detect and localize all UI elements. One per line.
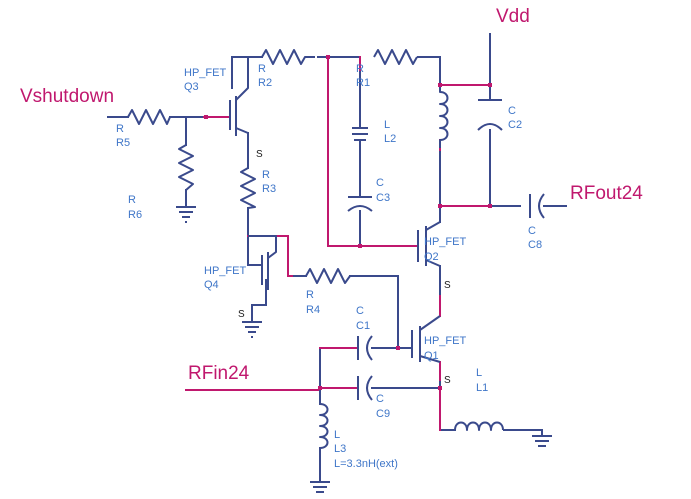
ground-l1 (532, 430, 552, 447)
resistor-r6 (178, 144, 194, 191)
q4-source-pin-label: S (238, 309, 245, 320)
ground-r6 (176, 206, 196, 223)
transistor-q2 (417, 221, 441, 267)
l2-type-label: L (384, 119, 390, 131)
highlighted-nets (185, 56, 491, 431)
resistor-r4 (305, 268, 351, 284)
q1-source-pin-label: S (444, 375, 451, 386)
inductor-l1 (454, 421, 504, 431)
r5-type-label: R (116, 123, 124, 135)
port-rfout-label: RFout24 (570, 183, 643, 204)
c3-name-label: C3 (376, 192, 390, 204)
capacitor-c8 (529, 193, 545, 219)
resistor-r2 (261, 49, 315, 65)
q2-name-label: Q2 (424, 251, 439, 263)
r3-type-label: R (262, 169, 270, 181)
ground-q4 (242, 321, 262, 338)
inductor-l2 (439, 85, 449, 148)
inductor-l3 (319, 403, 329, 449)
port-vshutdown-label: Vshutdown (20, 86, 114, 107)
r6-type-label: R (128, 194, 136, 206)
transistor-q1 (398, 315, 441, 363)
capacitor-c3 (347, 196, 373, 212)
capacitor-c1 (357, 335, 385, 361)
resistor-r1 (373, 49, 418, 65)
q2-source-pin-label: S (444, 280, 451, 291)
port-rfin-label: RFin24 (188, 363, 250, 384)
c3-type-label: C (376, 177, 384, 189)
q4-type-label: HP_FET (204, 265, 246, 277)
transistor-q3 (229, 57, 249, 136)
r3-name-label: R3 (262, 183, 276, 195)
c1-name-label: C1 (356, 320, 370, 332)
r4-type-label: R (306, 289, 314, 301)
l3-name-label: L3 (334, 443, 346, 455)
wires (107, 33, 567, 483)
r2-type-label: R (258, 63, 266, 75)
capacitor-c9 (357, 375, 385, 401)
q3-source-pin-label: S (256, 149, 263, 160)
l1-type-label: L (476, 367, 482, 379)
r2-name-label: R2 (258, 77, 272, 89)
c8-type-label: C (528, 225, 536, 237)
q1-type-label: HP_FET (424, 335, 466, 347)
q3-type-label: HP_FET (184, 67, 226, 79)
c9-name-label: C9 (376, 408, 390, 420)
l1-name-label: L1 (476, 382, 488, 394)
inductor-l2-body (352, 127, 368, 141)
r1-type-label: R (356, 63, 364, 75)
l3-value-label: L=3.3nH(ext) (334, 458, 398, 470)
resistor-r3 (240, 167, 256, 209)
q2-type-label: HP_FET (424, 236, 466, 248)
q1-name-label: Q1 (424, 350, 439, 362)
junctions (204, 55, 492, 390)
transistor-q4 (248, 235, 277, 291)
c1-type-label: C (356, 305, 364, 317)
l3-type-label: L (334, 429, 340, 441)
port-vdd-label: Vdd (496, 6, 530, 27)
r1-name-label: R1 (356, 77, 370, 89)
c2-type-label: C (508, 105, 516, 117)
r4-name-label: R4 (306, 304, 320, 316)
q3-name-label: Q3 (184, 81, 199, 93)
resistor-r5 (127, 109, 171, 125)
capacitor-c2 (477, 99, 503, 131)
c9-type-label: C (376, 393, 384, 405)
c2-name-label: C2 (508, 119, 522, 131)
r5-name-label: R5 (116, 137, 130, 149)
l2-name-label: L2 (384, 133, 396, 145)
c8-name-label: C8 (528, 239, 542, 251)
ground-l3 (310, 481, 330, 493)
q4-name-label: Q4 (204, 279, 219, 291)
r6-name-label: R6 (128, 209, 142, 221)
